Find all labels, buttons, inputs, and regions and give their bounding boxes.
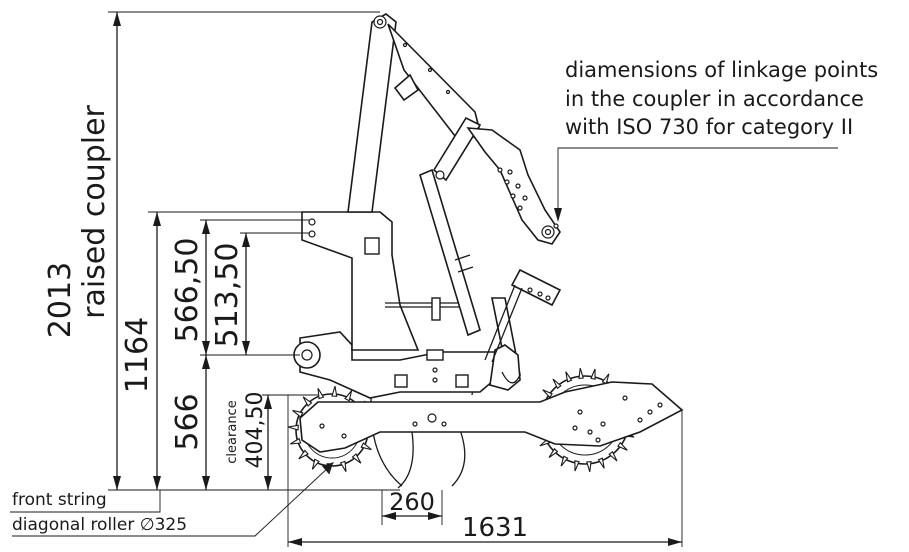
- dimension-labels: 2013 raised coupler 1164 566,50 513,50 5…: [43, 104, 528, 543]
- dim-link-upper: 566,50: [170, 238, 205, 343]
- hydraulic-ram: [419, 116, 482, 337]
- roller-tooth: [331, 385, 338, 397]
- roller-tooth: [560, 455, 569, 467]
- roller-tooth: [351, 453, 362, 464]
- roller-tooth: [302, 396, 313, 407]
- roller-tooth: [298, 449, 309, 460]
- roller-tooth: [548, 447, 559, 458]
- roller-tooth: [586, 460, 592, 472]
- dim-total-height-label: raised coupler: [77, 104, 112, 318]
- dim-base-height: 566: [170, 393, 205, 450]
- main-frame: [293, 331, 501, 399]
- iso-note-line-3: with ISO 730 for category II: [565, 115, 853, 139]
- roller-tooth: [311, 458, 320, 470]
- front-label-line-2: diagonal roller ∅325: [12, 515, 187, 535]
- diameter-symbol: ∅325: [140, 515, 187, 535]
- dim-frame-height: 1164: [120, 317, 155, 393]
- annotations: diamensions of linkage points in the cou…: [12, 58, 878, 535]
- roller-tooth: [287, 424, 299, 431]
- roller-tooth: [360, 442, 372, 451]
- roller-tooth: [565, 371, 573, 383]
- iso-note-line-2: in the coupler in accordance: [565, 87, 864, 111]
- dim-total-height: 2013: [43, 262, 78, 338]
- roller-tooth: [317, 388, 325, 400]
- machine-outline: [287, 13, 684, 489]
- roller-tooth: [617, 441, 628, 451]
- roller-tooth: [552, 378, 562, 390]
- iso-note-line-1: diamensions of linkage points: [565, 58, 878, 82]
- roller-tooth: [290, 437, 302, 445]
- headstock: [301, 211, 460, 351]
- lifting-boom: [347, 13, 481, 213]
- roller-tooth: [339, 460, 347, 472]
- dimension-lines: [10, 11, 838, 548]
- dim-clearance: 404,50: [243, 392, 268, 469]
- roller-tooth: [590, 368, 596, 380]
- roller-tooth: [601, 373, 610, 385]
- roller-frame: [299, 381, 684, 453]
- roller-tooth: [608, 450, 618, 462]
- roller-tooth: [574, 460, 580, 472]
- dim-total-length: 1631: [462, 513, 528, 543]
- dim-clearance-label: clearance: [225, 400, 240, 463]
- roller-tooth: [292, 409, 304, 418]
- roller-tooth: [597, 457, 605, 469]
- dim-roller-offset: 260: [389, 488, 435, 516]
- rear-linkage: [484, 268, 562, 391]
- coupler-link: [466, 127, 561, 245]
- dim-link-lower: 513,50: [210, 243, 245, 348]
- front-label-line-1: front string: [12, 490, 107, 510]
- roller-tooth: [542, 389, 553, 399]
- roller-tooth: [578, 368, 584, 380]
- roller-tooth: [344, 390, 353, 402]
